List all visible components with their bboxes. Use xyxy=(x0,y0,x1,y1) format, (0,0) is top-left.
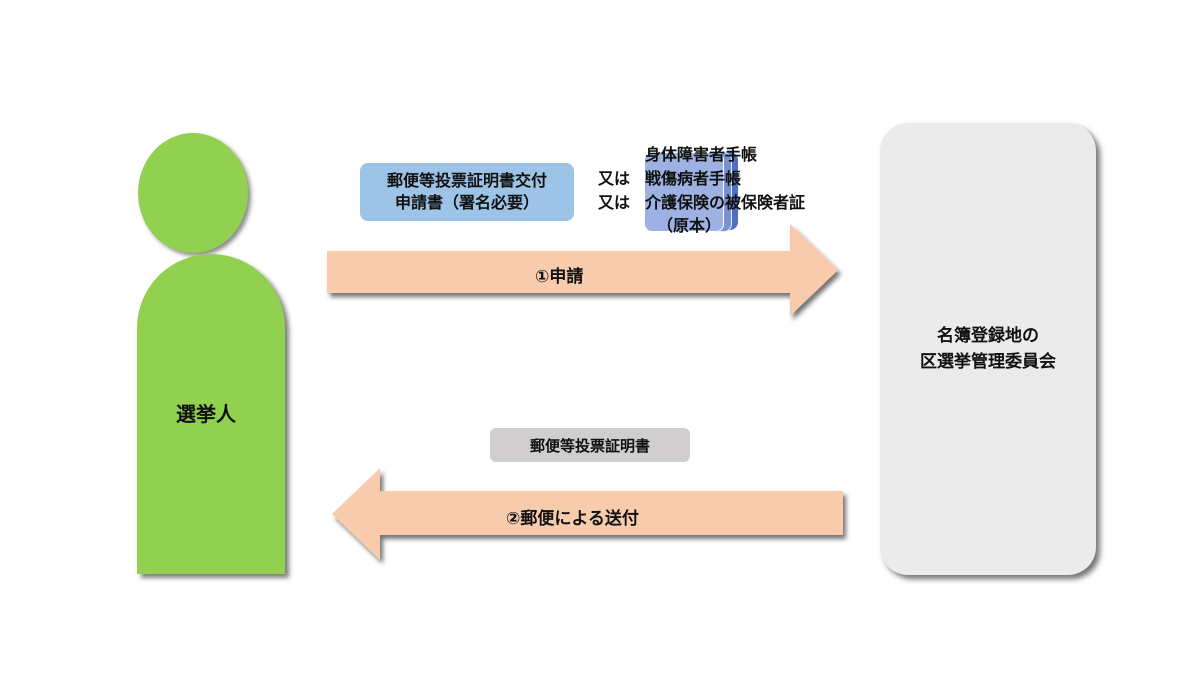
handbook-stack-icon xyxy=(644,152,738,232)
voter-label: 選挙人 xyxy=(176,401,236,426)
committee-line-2: 区選挙管理委員会 xyxy=(920,352,1056,372)
application-form-label: 郵便等投票証明書交付 申請書（署名必要） xyxy=(360,163,574,221)
committee-line-1: 名簿登録地の xyxy=(937,326,1039,346)
step2-delivery-label: ②郵便による送付 xyxy=(506,509,639,529)
certificate-label-text: 郵便等投票証明書 xyxy=(529,436,650,455)
delivery-arrow xyxy=(332,468,843,560)
application-form-line-2: 申請書（署名必要） xyxy=(394,193,539,212)
or-label-2: 又は xyxy=(598,193,631,212)
handbook-original-note: （原本） xyxy=(657,216,722,235)
handbook-care-insurance: 介護保険の被保険者証 xyxy=(645,193,806,212)
voter-head xyxy=(138,133,248,253)
handbook-card-front xyxy=(644,152,724,232)
or-label-1: 又は xyxy=(598,169,631,188)
certificate-label: 郵便等投票証明書 xyxy=(490,428,690,462)
request-arrow xyxy=(327,224,838,316)
step1-request-label: ①申請 xyxy=(535,267,584,287)
handbook-war-injury: 戦傷病者手帳 xyxy=(645,169,742,188)
voter-figure: 選挙人 xyxy=(137,254,285,574)
handbook-physical-disability: 身体障害者手帳 xyxy=(645,145,758,164)
application-form-line-1: 郵便等投票証明書交付 xyxy=(386,171,547,190)
election-committee-box: 名簿登録地の 区選挙管理委員会 xyxy=(880,123,1096,575)
